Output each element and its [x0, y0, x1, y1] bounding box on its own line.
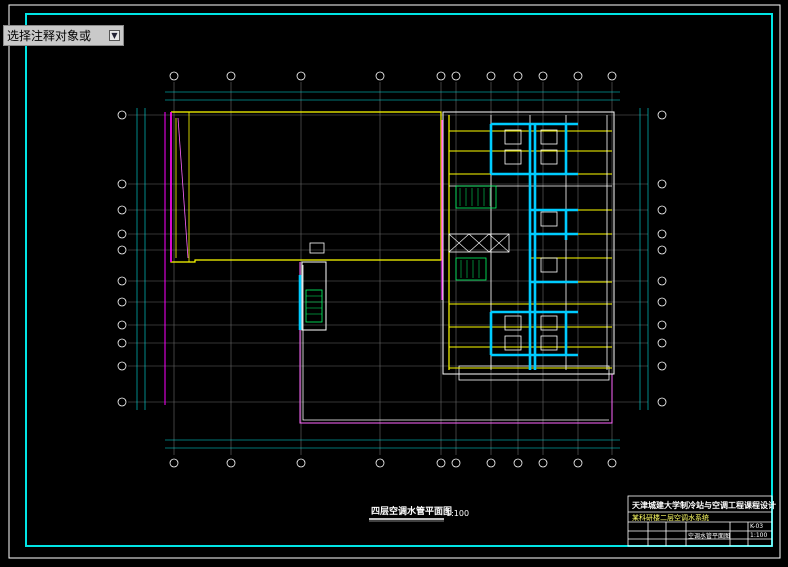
arrow-down-icon[interactable]: ▼: [109, 30, 120, 41]
dimension-lines: [136, 91, 649, 449]
axis-markers-bottom: [169, 458, 617, 468]
titleblock-scale: 1:100: [750, 532, 768, 539]
core-area: [441, 111, 615, 375]
axis-markers-right: [657, 110, 667, 407]
titleblock-code: K-03: [750, 523, 764, 530]
axis-markers-top: [169, 71, 617, 81]
water-pipes: [298, 122, 578, 370]
stairwell: [301, 242, 327, 331]
axis-grid: [128, 82, 648, 455]
drawing-inner-frame: [25, 13, 773, 547]
axis-markers-left: [117, 110, 127, 407]
titleblock-line1: 天津城建大学制冷站与空调工程课程设计: [632, 501, 776, 510]
plan-scale: 1:100: [446, 509, 470, 518]
command-prompt-text: 选择注释对象或: [7, 29, 92, 43]
plan-title: 四层空调水管平面图: [371, 507, 453, 517]
drawing-outer-frame: [8, 4, 781, 559]
command-prompt-tooltip[interactable]: 选择注释对象或 ▼: [3, 25, 124, 46]
titleblock-drawing-name: 空调水管平面图: [688, 533, 731, 540]
titleblock-line2: 某科研楼二层空调水系统: [632, 514, 709, 522]
title-block: [627, 495, 773, 547]
building-outline: [164, 111, 442, 405]
pipe-fittings: [504, 129, 558, 351]
